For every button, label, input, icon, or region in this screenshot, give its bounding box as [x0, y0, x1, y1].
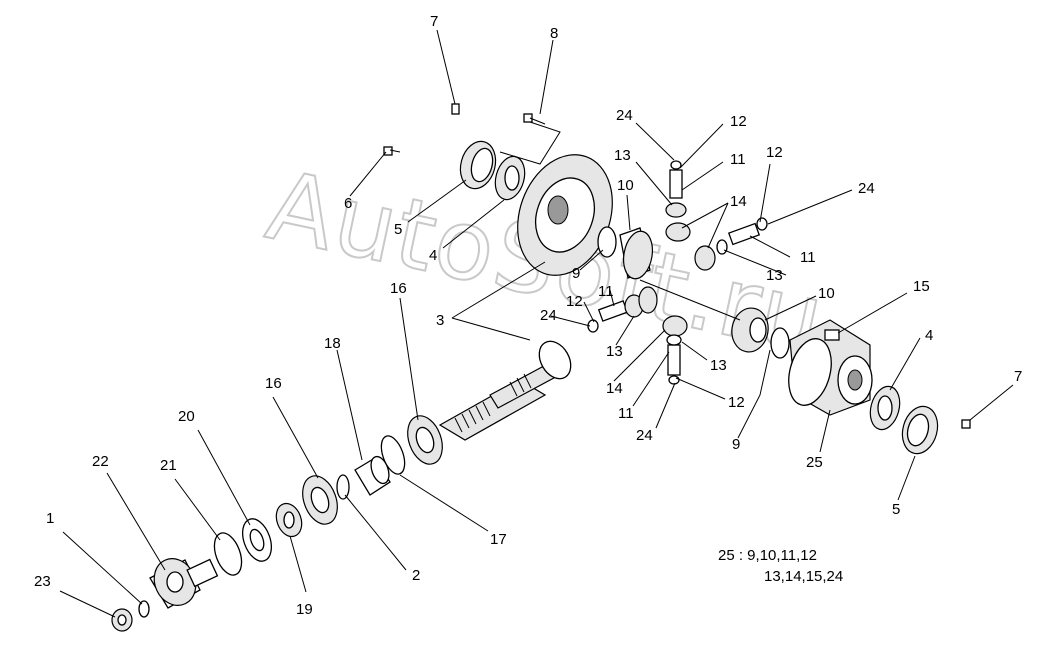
- assembly-note: 25 : 9,10,11,12 13,14,15,24: [718, 547, 843, 585]
- callout-16a: 16: [265, 375, 282, 392]
- note-line-1: 25 : 9,10,11,12: [718, 547, 817, 564]
- callout-4b: 4: [925, 327, 933, 344]
- callout-12b: 12: [766, 144, 783, 161]
- note-line-2: 13,14,15,24: [764, 568, 843, 585]
- callout-9b: 9: [732, 436, 740, 453]
- leader-lines: [59, 29, 1014, 618]
- callout-11c: 11: [598, 283, 614, 300]
- callout-12d: 12: [728, 394, 745, 411]
- callout-24a: 24: [616, 107, 633, 124]
- spacer-sleeve: [354, 455, 391, 496]
- deflector: [213, 532, 243, 576]
- callout-4a: 4: [429, 247, 437, 264]
- callout-13d: 13: [710, 357, 727, 374]
- callout-11d: 11: [618, 405, 634, 422]
- callout-12a: 12: [730, 113, 747, 130]
- thrust-washer-upper: [597, 226, 617, 258]
- thrust-washer-lower: [770, 327, 790, 359]
- slotted-nut: [275, 502, 303, 538]
- ring-gear: [517, 154, 613, 276]
- side-gear-lower: [731, 307, 769, 353]
- callout-10b: 10: [818, 285, 835, 302]
- callout-20: 20: [178, 408, 195, 425]
- callout-5b: 5: [892, 501, 900, 518]
- bearing-right: [869, 385, 901, 431]
- pinion-cluster-lower: [587, 286, 688, 385]
- bearing-front: [302, 475, 338, 525]
- adjusting-nut-right: [901, 405, 939, 455]
- callout-5a: 5: [394, 221, 402, 238]
- bearing-rear: [407, 415, 443, 465]
- flange-yoke: [149, 558, 219, 609]
- callout-7a: 7: [430, 13, 438, 30]
- nut: [111, 608, 133, 632]
- callout-8: 8: [550, 25, 558, 42]
- callout-25: 25: [806, 454, 823, 471]
- callout-18: 18: [324, 335, 341, 352]
- callout-24b: 24: [858, 180, 875, 197]
- side-gear-upper: [619, 227, 654, 280]
- callout-2: 2: [412, 567, 420, 584]
- callout-13c: 13: [606, 343, 623, 360]
- callout-10a: 10: [617, 177, 634, 194]
- differential-case: [788, 319, 873, 416]
- callout-24d: 24: [636, 427, 653, 444]
- callout-6: 6: [344, 195, 352, 212]
- callout-13a: 13: [614, 147, 631, 164]
- callout-13b: 13: [766, 267, 783, 284]
- bolt-7: [451, 103, 460, 115]
- callout-19: 19: [296, 601, 313, 618]
- callout-9a: 9: [572, 265, 580, 282]
- callout-17: 17: [490, 531, 507, 548]
- bolt-6: [383, 146, 401, 156]
- bearing-left: [494, 155, 526, 201]
- shim: [336, 474, 350, 500]
- callout-12c: 12: [566, 293, 583, 310]
- callout-labels: 1 23 22 21 20 16 19 18 2 16 17 3 6 5 4 7…: [34, 13, 1022, 618]
- bolt-8: [523, 113, 546, 125]
- callout-24c: 24: [540, 307, 557, 324]
- snap-ring: [380, 435, 406, 475]
- pinion-shaft: [438, 340, 572, 441]
- washer: [138, 600, 150, 618]
- callout-23: 23: [34, 573, 51, 590]
- callout-22: 22: [92, 453, 109, 470]
- adjusting-nut-left: [459, 140, 497, 190]
- callout-14b: 14: [606, 380, 623, 397]
- callout-16b: 16: [390, 280, 407, 297]
- callout-11b: 11: [800, 249, 816, 266]
- callout-3: 3: [436, 312, 444, 329]
- callout-14a: 14: [730, 193, 747, 210]
- callout-7b: 7: [1014, 368, 1022, 385]
- callout-15: 15: [913, 278, 930, 295]
- callout-11a: 11: [730, 151, 746, 168]
- callout-21: 21: [160, 457, 177, 474]
- callout-1: 1: [46, 510, 54, 527]
- pinion-cluster-upper: [665, 160, 768, 271]
- bolt-7-right: [961, 419, 971, 429]
